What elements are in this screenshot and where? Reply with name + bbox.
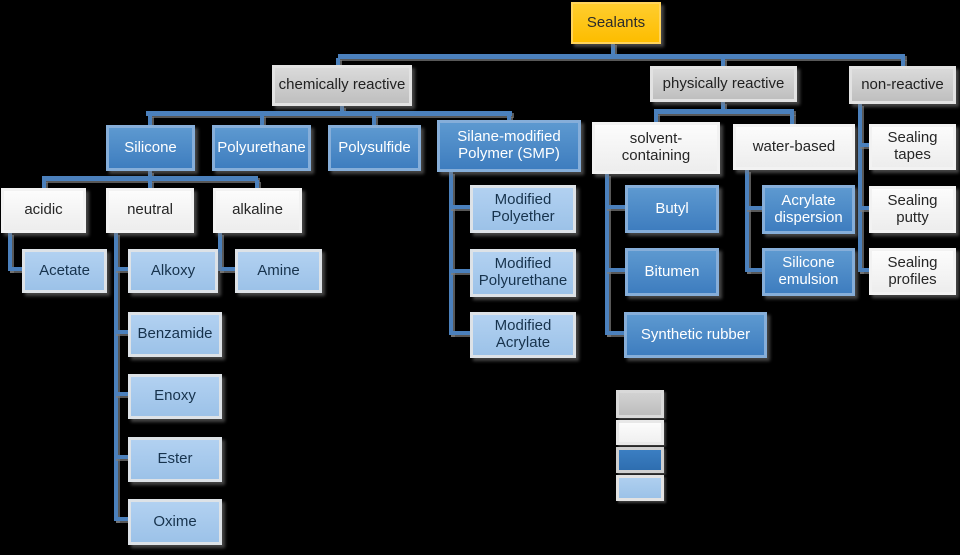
connector-line [745, 206, 763, 210]
connector-line [255, 180, 259, 189]
node-sealing-profiles: Sealing profiles [869, 248, 956, 295]
connector-line [721, 58, 725, 67]
node-alkaline: alkaline [213, 188, 302, 233]
connector-line [114, 517, 129, 521]
connector-line [605, 205, 626, 209]
node-sealants: Sealants [571, 2, 661, 44]
connector-line [858, 206, 870, 210]
connector-line [340, 106, 344, 112]
node-sealing-tapes: Sealing tapes [869, 124, 956, 170]
connector-line [114, 233, 118, 521]
node-ester: Ester [128, 437, 222, 482]
node-solvent-containing: solvent-containing [592, 122, 720, 174]
connector-line [654, 109, 794, 114]
legend-swatch-product-blue [616, 447, 664, 473]
connector-line [449, 205, 471, 209]
node-oxime: Oxime [128, 499, 222, 545]
connector-line [745, 268, 763, 272]
node-modified-acrylate: Modified Acrylate [470, 312, 576, 358]
connector-line [721, 102, 725, 110]
connector-line [605, 174, 609, 335]
node-silane-modified-polymer: Silane-modified Polymer (SMP) [437, 120, 581, 172]
node-polyurethane: Polyurethane [212, 125, 311, 171]
connector-line [146, 111, 512, 116]
node-benzamide: Benzamide [128, 312, 222, 357]
connector-line [336, 58, 340, 66]
node-non-reactive: non-reactive [849, 66, 956, 104]
node-synthetic-rubber: Synthetic rubber [624, 312, 767, 358]
connector-line [148, 115, 152, 126]
connector-line [218, 267, 236, 271]
connector-line [745, 170, 749, 272]
legend-swatch-subcategory-white [616, 420, 664, 445]
connector-line [858, 143, 870, 147]
node-physically-reactive: physically reactive [650, 66, 797, 102]
connector-line [114, 267, 129, 271]
connector-line [507, 115, 511, 122]
connector-line [338, 54, 905, 59]
connector-line [449, 331, 471, 335]
node-amine: Amine [235, 249, 322, 293]
connector-line [114, 455, 129, 459]
legend-swatch-category-gray [616, 390, 664, 418]
connector-line [372, 115, 376, 126]
node-neutral: neutral [106, 188, 194, 233]
node-enoxy: Enoxy [128, 374, 222, 419]
node-bitumen: Bitumen [625, 248, 719, 296]
node-acrylate-dispersion: Acrylate dispersion [762, 185, 855, 234]
connector-line [148, 180, 152, 189]
connector-line [42, 176, 258, 181]
legend-swatch-variant-light-blue [616, 475, 664, 501]
node-alkoxy: Alkoxy [128, 249, 218, 293]
connector-line [858, 268, 870, 272]
connector-line [8, 267, 24, 271]
connector-line [449, 172, 453, 335]
node-sealing-putty: Sealing putty [869, 186, 956, 233]
connector-line [8, 233, 12, 271]
node-silicone-emulsion: Silicone emulsion [762, 248, 855, 296]
connector-line [114, 330, 129, 334]
connector-line [114, 392, 129, 396]
connector-line [42, 180, 46, 189]
connector-line [449, 269, 471, 273]
connector-line [611, 43, 615, 56]
node-modified-polyurethane: Modified Polyurethane [470, 249, 576, 297]
node-butyl: Butyl [625, 185, 719, 233]
connector-line [654, 113, 658, 123]
connector-line [260, 115, 264, 126]
connector-line [790, 113, 794, 125]
connector-line [858, 104, 862, 272]
node-modified-polyether: Modified Polyether [470, 185, 576, 233]
node-silicone: Silicone [106, 125, 195, 171]
connector-line [218, 233, 222, 271]
node-water-based: water-based [733, 124, 855, 170]
connector-line [901, 58, 905, 67]
node-polysulfide: Polysulfide [328, 125, 421, 171]
connector-line [605, 268, 626, 272]
node-acidic: acidic [1, 188, 86, 233]
node-acetate: Acetate [22, 249, 107, 293]
node-chemically-reactive: chemically reactive [272, 65, 412, 106]
connector-line [148, 171, 152, 177]
connector-line [605, 331, 625, 335]
